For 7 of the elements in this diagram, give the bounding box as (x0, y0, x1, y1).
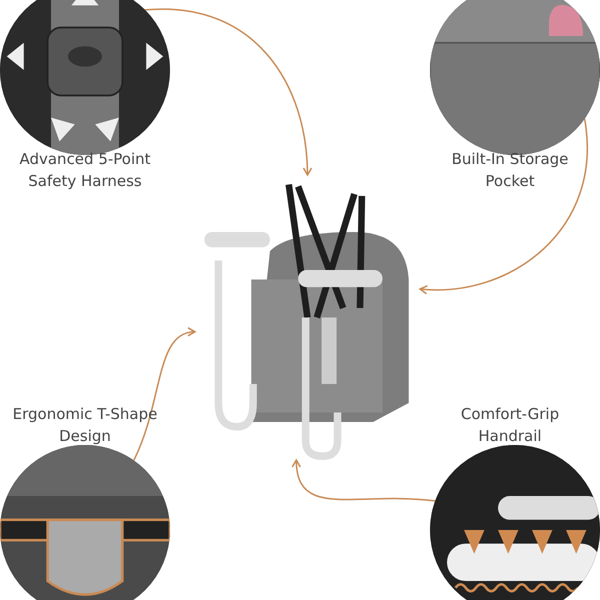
feature-caption: Advanced 5-Point Safety Harness (18, 149, 152, 192)
feature-caption: Built-In Storage Pocket (450, 149, 570, 192)
leader-line (133, 328, 196, 461)
leader-line (145, 8, 312, 176)
leader-line (292, 459, 436, 502)
leader-line (419, 118, 588, 294)
feature-caption: Comfort-Grip Handrail (460, 404, 560, 447)
